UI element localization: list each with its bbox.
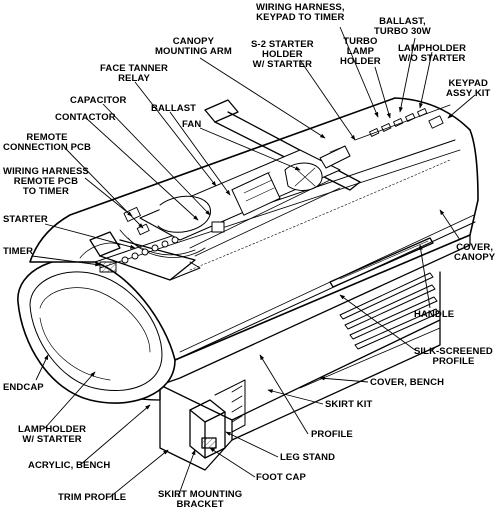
label-handle: HANDLE <box>414 309 455 320</box>
label-starter: STARTER <box>3 214 48 225</box>
label-leg-stand: LEG STAND <box>280 452 336 463</box>
lamp-holder-row <box>354 104 451 141</box>
label-profile: PROFILE <box>311 429 353 440</box>
label-lampholder-w-starter: LAMPHOLDER W/ STARTER <box>18 424 87 445</box>
internal-components <box>119 145 351 258</box>
canopy-shell <box>29 97 479 361</box>
label-face-tanner-relay: FACE TANNER RELAY <box>100 63 168 84</box>
label-canopy-mounting-arm: CANOPY MOUNTING ARM <box>155 36 232 57</box>
label-cover-canopy: COVER, CANOPY <box>454 242 496 263</box>
label-timer: TIMER <box>3 246 34 257</box>
label-skirt-kit: SKIRT KIT <box>325 399 373 410</box>
label-wiring-harness-remote: WIRING HARNESS REMOTE PCB TO TIMER <box>3 166 89 197</box>
label-skirt-mounting-bracket: SKIRT MOUNTING BRACKET <box>158 489 243 510</box>
label-fan: FAN <box>182 119 202 130</box>
leg-stand-shape <box>189 379 246 459</box>
label-turbo-lamp-holder: TURBO LAMP HOLDER <box>340 36 381 67</box>
handle-shape <box>329 237 434 288</box>
timer-starter-group <box>79 236 179 273</box>
label-capacitor: CAPACITOR <box>70 95 127 106</box>
label-contactor: CONTACTOR <box>55 112 116 123</box>
label-ballast-turbo: BALLAST, TURBO 30W <box>374 16 431 37</box>
label-trim-profile: TRIM PROFILE <box>58 492 127 503</box>
label-s2-starter-holder: S-2 STARTER HOLDER W/ STARTER <box>251 39 314 70</box>
label-foot-cap: FOOT CAP <box>256 472 306 483</box>
label-silk-screened-profile: SILK-SCREENED PROFILE <box>414 346 493 367</box>
label-lampholder-wo-starter: LAMPHOLDER W/O STARTER <box>398 43 467 64</box>
bench-vent-slots <box>339 272 440 350</box>
label-remote-connection-pcb: REMOTE CONNECTION PCB <box>3 132 91 153</box>
leader-lines <box>31 26 476 498</box>
label-cover-bench: COVER, BENCH <box>370 377 445 388</box>
label-endcap: ENDCAP <box>3 382 44 393</box>
label-acrylic-bench: ACRYLIC, BENCH <box>28 460 111 471</box>
label-ballast: BALLAST <box>151 103 197 114</box>
label-keypad-assy-kit: KEYPAD ASSY KIT <box>446 78 491 99</box>
label-wiring-harness-keypad: WIRING HARNESS, KEYPAD TO TIMER <box>256 2 345 23</box>
